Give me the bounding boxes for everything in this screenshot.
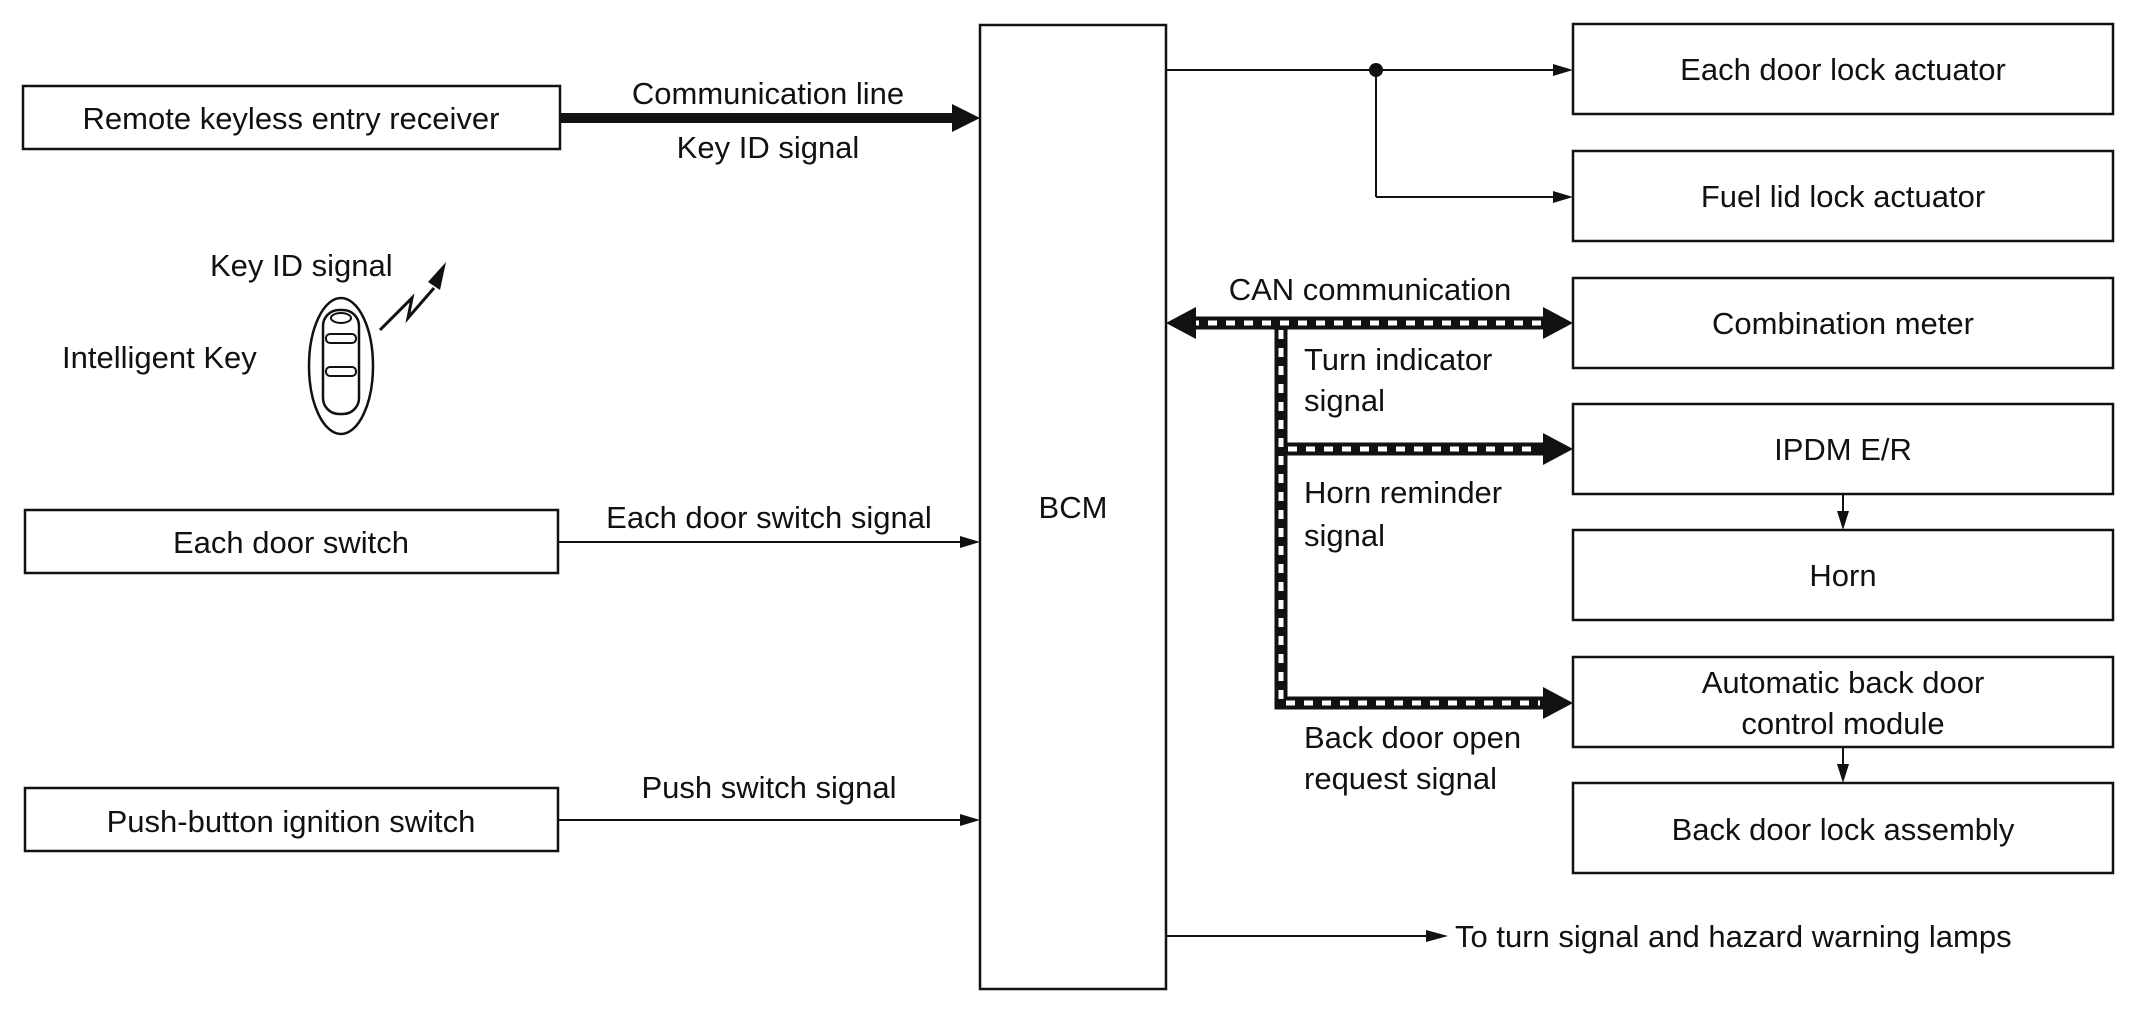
ipdm-er-label: IPDM E/R: [1774, 432, 1912, 467]
door-switch-signal-connector: Each door switch signal: [558, 500, 980, 548]
door-switch-signal-label: Each door switch signal: [606, 500, 932, 535]
each-door-switch-block: Each door switch: [23, 508, 560, 575]
turn-lamps-connector: To turn signal and hazard warning lamps: [1166, 919, 2012, 954]
remote-keyless-entry-receiver-label: Remote keyless entry receiver: [83, 101, 500, 136]
back-door-request-label-line-2: request signal: [1304, 761, 1497, 796]
lock-actuator-connector: [1166, 63, 1573, 203]
turn-lamps-label: To turn signal and hazard warning lamps: [1455, 919, 2012, 954]
intelligent-key-group: Key ID signal Intelligent Key: [62, 248, 446, 436]
fuel-lid-lock-actuator-block: Fuel lid lock actuator: [1571, 149, 2115, 243]
ipdm-to-horn-connector: [1837, 494, 1849, 530]
horn-reminder-label-line-2: signal: [1304, 518, 1385, 553]
key-id-signal-label: Key ID signal: [677, 130, 860, 165]
turn-indicator-label-line-1: Turn indicator: [1304, 342, 1492, 377]
horn-reminder-label-line-1: Horn reminder: [1304, 475, 1502, 510]
bcm-block: BCM: [978, 23, 1168, 991]
horn-block: Horn: [1571, 528, 2115, 622]
back-door-request-label-line-1: Back door open: [1304, 720, 1521, 755]
horn-label: Horn: [1809, 558, 1876, 593]
push-button-ignition-switch-block: Push-button ignition switch: [23, 786, 560, 853]
turn-indicator-label-line-2: signal: [1304, 383, 1385, 418]
each-door-lock-actuator-label: Each door lock actuator: [1680, 52, 2006, 87]
automatic-back-door-label-line-2: control module: [1741, 706, 1944, 741]
back-door-lock-assembly-label: Back door lock assembly: [1672, 812, 2015, 847]
push-button-ignition-switch-label: Push-button ignition switch: [107, 804, 476, 839]
communication-line-connector: Communication line Key ID signal: [560, 76, 980, 165]
combination-meter-label: Combination meter: [1712, 306, 1974, 341]
combination-meter-block: Combination meter: [1571, 276, 2115, 370]
can-communication-label: CAN communication: [1229, 272, 1512, 307]
wireless-signal-icon: [378, 262, 446, 332]
push-switch-signal-label: Push switch signal: [641, 770, 896, 805]
each-door-lock-actuator-block: Each door lock actuator: [1571, 22, 2115, 116]
can-communication-bus: CAN communication Turn indicator signal …: [1166, 272, 1573, 796]
back-door-lock-assembly-block: Back door lock assembly: [1571, 781, 2115, 875]
key-fob-icon: [307, 296, 375, 436]
communication-line-label: Communication line: [632, 76, 904, 111]
intelligent-key-label: Intelligent Key: [62, 340, 257, 375]
back-door-module-to-lock-connector: [1837, 747, 1849, 783]
key-id-signal-wireless-label: Key ID signal: [210, 248, 393, 283]
fuel-lid-lock-actuator-label: Fuel lid lock actuator: [1701, 179, 1985, 214]
automatic-back-door-control-module-block: Automatic back door control module: [1571, 655, 2115, 749]
bcm-label: BCM: [1039, 490, 1108, 525]
push-switch-signal-connector: Push switch signal: [558, 770, 980, 826]
ipdm-er-block: IPDM E/R: [1571, 402, 2115, 496]
automatic-back-door-label-line-1: Automatic back door: [1702, 665, 1985, 700]
each-door-switch-label: Each door switch: [173, 525, 409, 560]
remote-keyless-entry-receiver-block: Remote keyless entry receiver: [21, 84, 562, 151]
